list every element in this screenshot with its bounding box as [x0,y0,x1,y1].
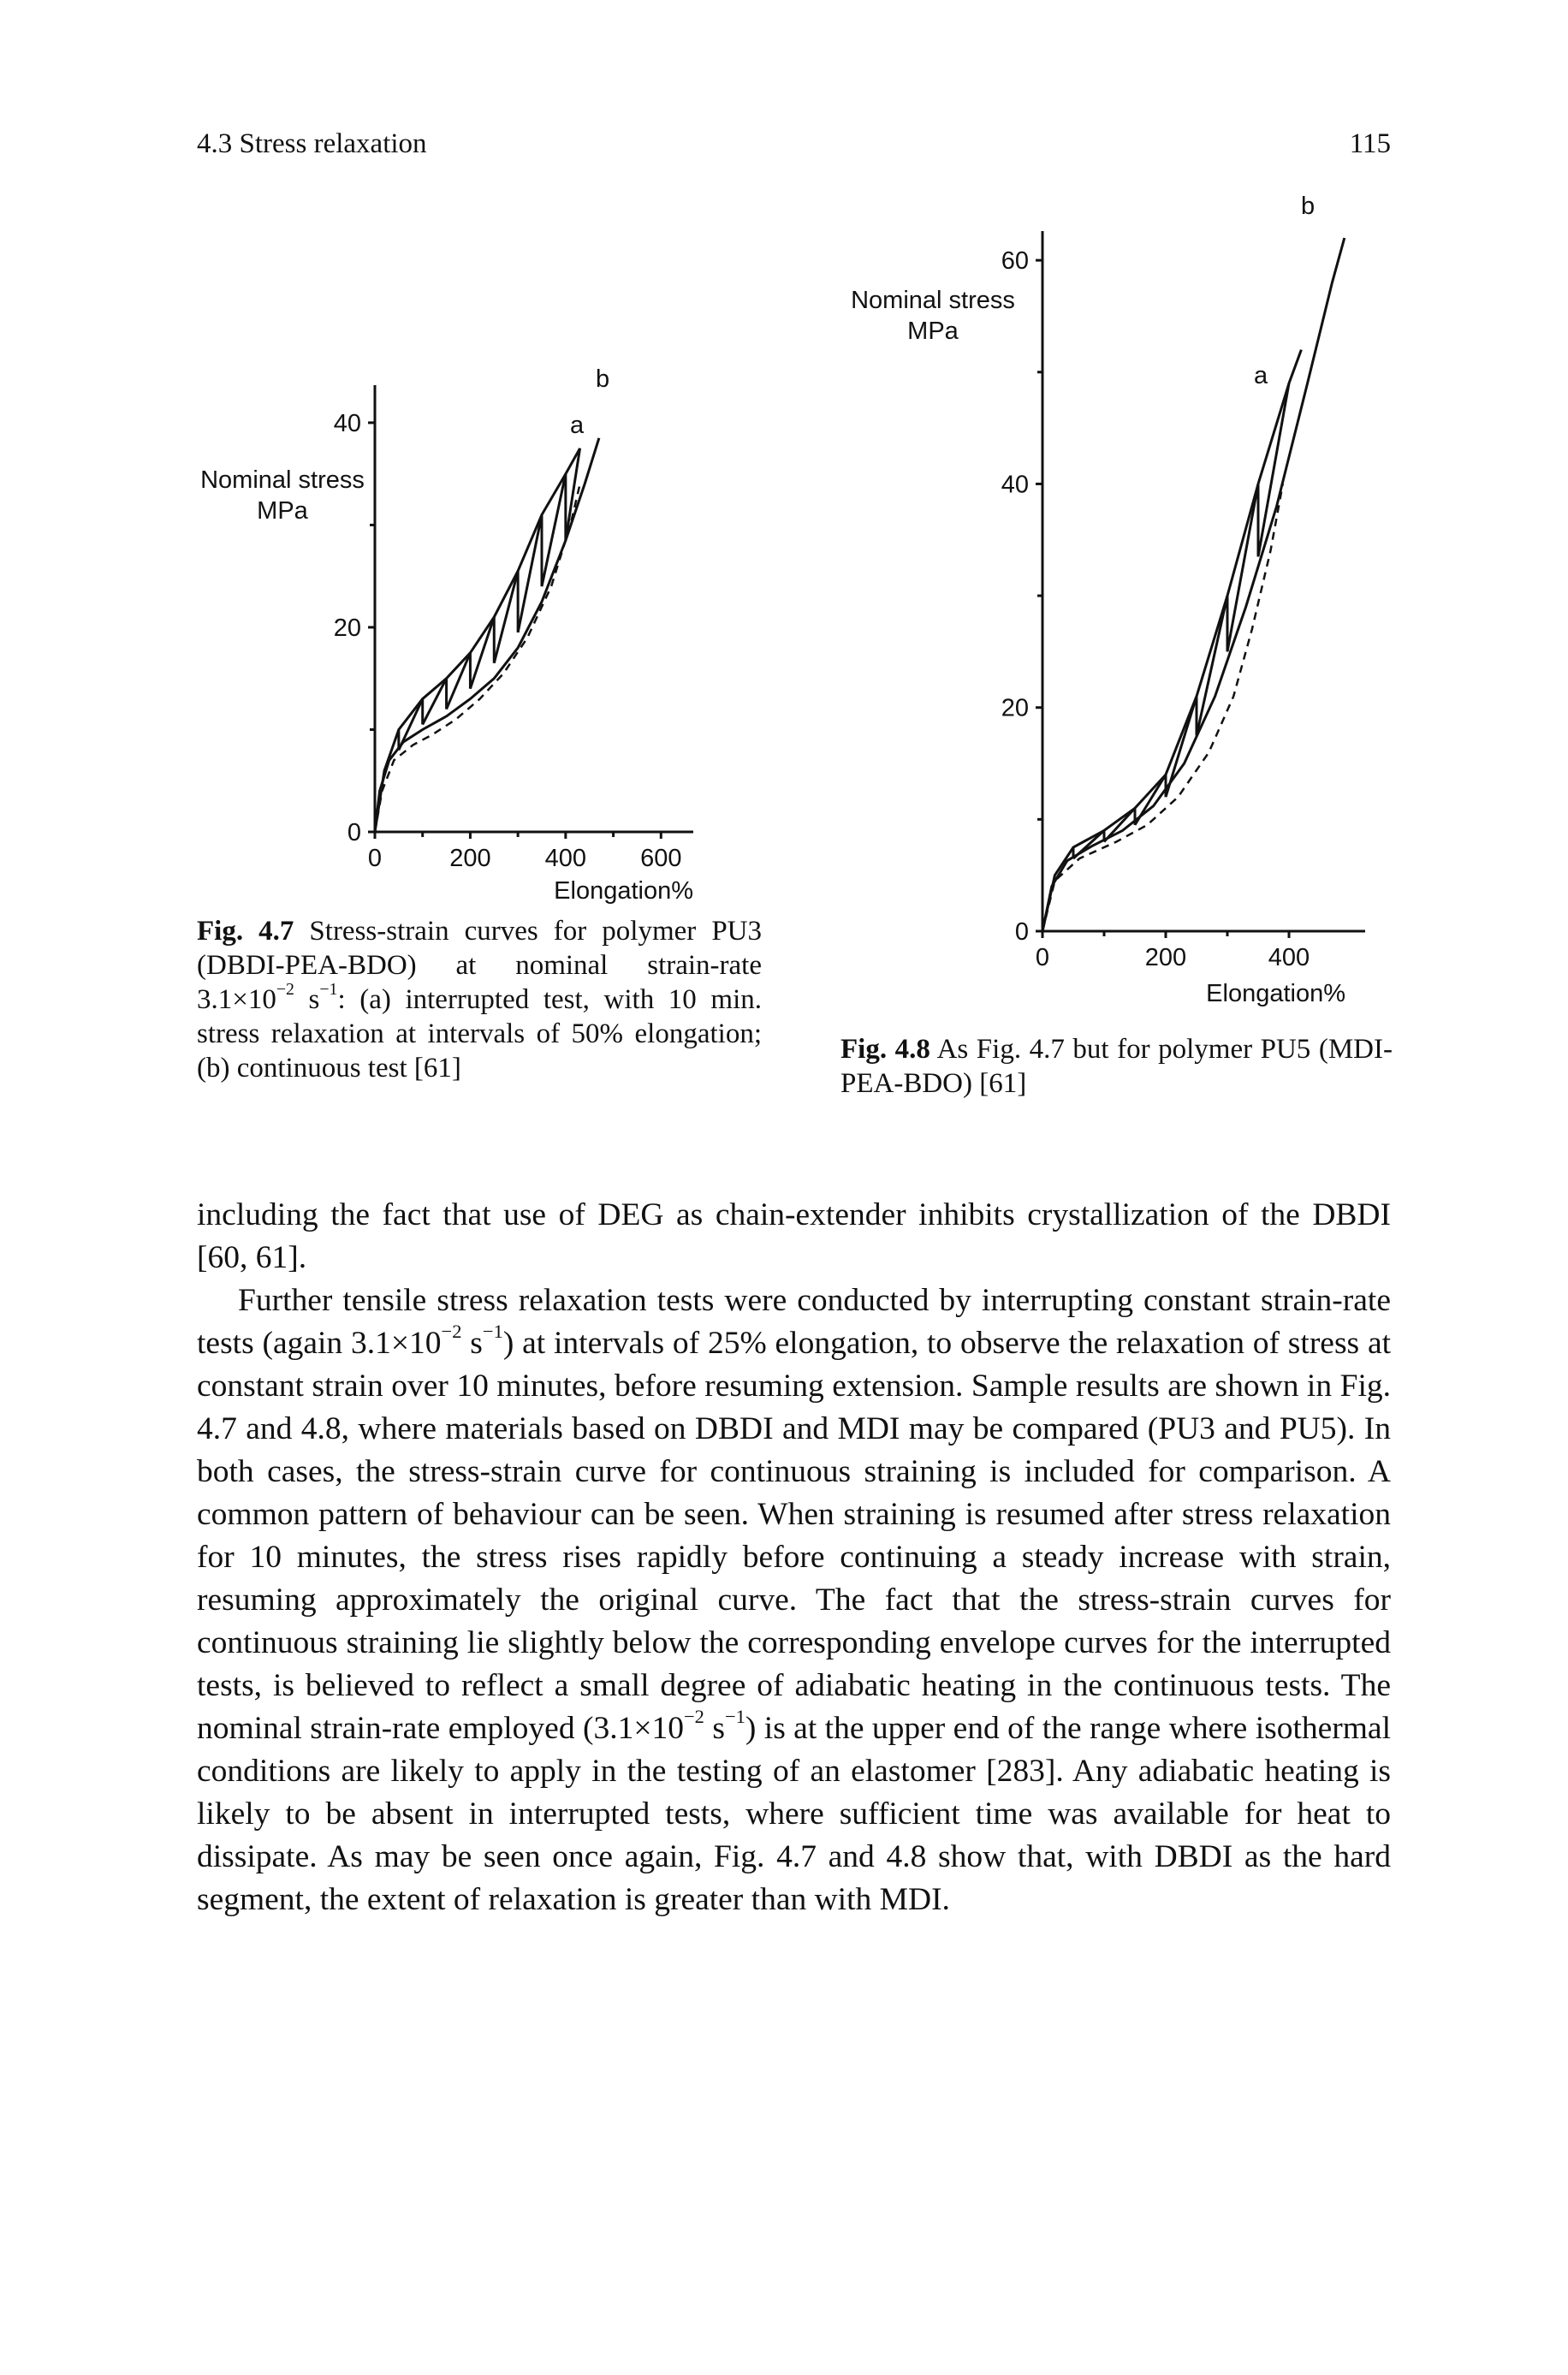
fig48-annotation-a: a [1254,362,1268,389]
fig47-reload-segment-4 [492,570,520,664]
fig48-axes [1036,231,1365,933]
fig48-y-ticks: 0 20 40 60 [1001,247,1042,946]
fig48-series-a-envelope [1041,349,1303,932]
running-head: 4.3 Stress relaxation 115 [197,122,1391,165]
p2-text-a: Further tensile stress relaxation tests … [197,1283,1391,1361]
fig47-caption-mid: s [294,984,320,1015]
fig48-y-axis-title: Nominal stress MPa [851,287,1015,345]
fig47-annotation-b: b [596,365,609,393]
fig47-ytick-label-0: 0 [347,819,361,846]
fig48-ytick-label-60: 60 [1001,247,1029,275]
fig48-xtick-label-200: 200 [1145,944,1186,971]
fig48-caption-text: As Fig. 4.7 but for polymer PU5 (MDI-PEA… [840,1034,1393,1099]
fig47-reload-segment-3 [469,616,496,690]
fig47-xtick-label-400: 400 [545,845,586,872]
fig47-ylabel-line2: MPa [257,497,309,525]
fig47-caption-text1: Stress-strain curves for polymer PU3 (DB… [197,916,762,1015]
fig48-ylabel-line1: Nominal stress [851,287,1015,314]
fig48-caption-label: Fig. 4.8 [840,1034,930,1065]
fig47-reload-segment-6 [540,473,567,587]
fig47-caption-sup2: −1 [319,980,338,1000]
fig47-caption-text2: : (a) interrupted test, with 10 min. str… [197,984,763,1084]
fig47-y-ticks: 0 20 40 [334,410,375,846]
p2-text-c: ) at intervals of 25% elongation, to obs… [197,1326,1392,1746]
fig47-reload-segment-5 [516,514,543,633]
fig48-reload-segment-6 [1256,383,1291,557]
fig48-xtick-label-400: 400 [1268,944,1310,971]
paragraph-1: including the fact that use of DEG as ch… [197,1197,1391,1275]
fig47-ytick-label-20: 20 [334,615,361,642]
fig47-reload-segment-7 [564,448,582,541]
figure-4-8-caption: Fig. 4.8 As Fig. 4.7 but for polymer PU5… [840,1032,1393,1101]
fig48-x-ticks: 0 200 400 [1036,931,1310,971]
fig47-xtick-label-200: 200 [449,845,490,872]
fig47-reload-segment-2 [445,652,472,710]
paragraph-2: Further tensile stress relaxation tests … [197,1280,1391,1921]
fig48-ytick-label-20: 20 [1001,695,1029,722]
fig48-annotation-b: b [1301,193,1315,220]
p2-text-e: ) is at the upper end of the range where… [197,1711,1391,1917]
fig48-series-b-continuous-curve [1041,237,1346,932]
fig47-reload-segment-1 [421,678,448,726]
section-title: 4.3 Stress relaxation [197,128,427,159]
fig48-ytick-label-40: 40 [1001,471,1029,498]
p2-sup-1: −2 [441,1321,462,1342]
p2-sup-4: −1 [724,1706,745,1727]
fig47-y-axis-title: Nominal stress MPa [200,466,365,525]
fig47-series-a-dashed-path [373,484,581,833]
fig48-reload-segment-5 [1226,484,1260,652]
fig47-xtick-label-0: 0 [368,845,382,872]
fig47-ytick-label-40: 40 [334,410,361,437]
fig47-axes [368,385,693,834]
page-number: 115 [1349,128,1391,159]
p2-text-d: s [704,1711,725,1746]
fig48-ytick-label-0: 0 [1015,918,1029,946]
fig47-series-a-envelope [373,448,581,833]
fig48-xlabel: Elongation% [1206,980,1345,1007]
fig47-xtick-label-600: 600 [640,845,681,872]
fig48-plot-area [1041,237,1346,932]
fig47-caption-label: Fig. 4.7 [197,916,294,947]
body-text: including the fact that use of DEG as ch… [197,1194,1391,1921]
fig47-caption-sup1: −2 [276,980,294,1000]
fig47-series-b-continuous-curve [373,437,601,833]
fig47-x-ticks: 0 200 400 600 [368,832,681,872]
fig47-plot-area [373,437,601,833]
p2-sup-2: −1 [482,1321,503,1342]
fig47-ylabel-line1: Nominal stress [200,466,365,494]
figure-4-8-chart: Nominal stress MPa 0 20 40 60 0 200 400 Elong… [851,193,1365,1007]
fig48-reload-segment-4 [1195,595,1229,736]
fig48-ylabel-line2: MPa [907,318,959,345]
fig47-xlabel: Elongation% [554,877,693,905]
fig47-annotation-a: a [570,412,585,439]
fig48-series-a-dashed-path [1041,484,1285,932]
p2-sup-3: −2 [683,1706,704,1727]
p2-text-b: s [461,1326,483,1361]
figure-4-7-caption: Fig. 4.7 Stress-strain curves for polyme… [197,914,762,1085]
figure-4-7-chart: Nominal stress MPa 0 20 40 0 200 400 600 Elon… [200,365,693,905]
fig48-xtick-label-0: 0 [1036,944,1049,971]
